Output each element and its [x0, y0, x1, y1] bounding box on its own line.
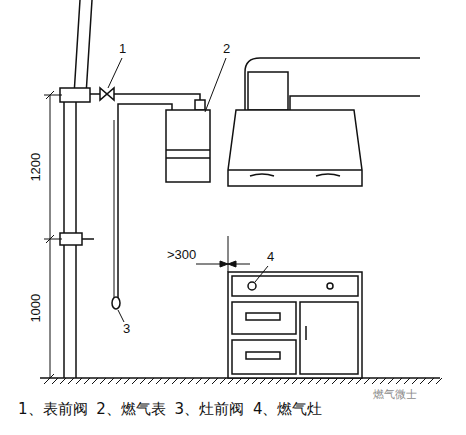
callout-number: 4	[266, 250, 275, 264]
hatch-stroke	[180, 378, 186, 384]
dimension-slash	[46, 91, 54, 382]
hatch-stroke	[92, 378, 98, 384]
hatch-stroke	[316, 378, 322, 384]
hatch-stroke	[164, 378, 170, 384]
stove-cabinet	[228, 272, 362, 378]
hatch-stroke	[436, 378, 442, 384]
hatch-stroke	[364, 378, 370, 384]
range-hood	[228, 110, 362, 186]
hatch-stroke	[340, 378, 346, 384]
hatch-stroke	[284, 378, 290, 384]
cabinet-drawer	[232, 340, 296, 374]
stove-valve	[112, 297, 120, 309]
stove-knob	[248, 282, 256, 290]
supply-pipe	[90, 94, 200, 110]
hatch-stroke	[420, 378, 426, 384]
hatch-stroke	[228, 378, 234, 384]
hatch-stroke	[300, 378, 306, 384]
caption: 1、表前阀 2、燃气表 3、灶前阀 4、燃气灶	[18, 400, 322, 419]
tee-fitting	[60, 88, 90, 102]
cabinet-drawer	[232, 302, 296, 334]
leader-line	[255, 266, 268, 282]
hatch-stroke	[84, 378, 90, 384]
hood-edge	[228, 169, 362, 171]
hatch-stroke	[428, 378, 434, 384]
hatch-stroke	[116, 378, 122, 384]
outlet-pipe-wall	[114, 120, 115, 298]
hatch-stroke	[276, 378, 282, 384]
hatch-stroke	[372, 378, 378, 384]
callout-number: 1	[118, 42, 127, 56]
hatch-stroke	[308, 378, 314, 384]
hatch-stroke	[140, 378, 146, 384]
hatch-stroke	[404, 378, 410, 384]
hatch-stroke	[204, 378, 210, 384]
hatch-stroke	[124, 378, 130, 384]
meter-valve	[100, 88, 114, 100]
hatch-stroke	[68, 378, 74, 384]
hatch-stroke	[268, 378, 274, 384]
hood-duct	[245, 58, 420, 110]
dimension-arrow	[228, 261, 236, 267]
drawer-handle	[246, 352, 280, 359]
hatch-stroke	[324, 378, 330, 384]
dimension-tick	[44, 95, 62, 96]
hatch-stroke	[76, 378, 82, 384]
hatch-stroke	[396, 378, 402, 384]
leader-line	[205, 58, 226, 112]
hatch-stroke	[196, 378, 202, 384]
hatch-stroke	[380, 378, 386, 384]
watermark: 燃气微士	[372, 388, 418, 400]
dimension-ext	[228, 236, 229, 272]
callout-number: 3	[122, 322, 131, 336]
hatch-stroke	[100, 378, 106, 384]
stove-panel	[232, 276, 358, 296]
leader-line	[118, 310, 124, 322]
hatch-stroke	[172, 378, 178, 384]
dimension-text: 1000	[29, 293, 43, 324]
meter-band	[166, 157, 210, 159]
clamp-arm	[82, 238, 94, 240]
dimension-text: >300	[166, 248, 197, 262]
meter-band	[166, 149, 210, 151]
dimension-line	[50, 95, 51, 378]
hatch-stroke	[236, 378, 242, 384]
hatch-stroke	[52, 378, 58, 384]
hatch-stroke	[292, 378, 298, 384]
pipe-clamp	[60, 233, 82, 245]
cabinet-door	[300, 302, 358, 374]
stove-knob	[327, 283, 333, 289]
hatch-stroke	[388, 378, 394, 384]
hatch-stroke	[60, 378, 66, 384]
hatch-stroke	[132, 378, 138, 384]
meter-fitting	[195, 100, 205, 110]
ground-hatch	[44, 378, 442, 384]
hatch-stroke	[108, 378, 114, 384]
hatch-stroke	[260, 378, 266, 384]
leader-line	[108, 58, 122, 88]
upper-riser	[74, 0, 92, 95]
door-handle	[305, 326, 307, 340]
hood-chimney	[248, 72, 288, 110]
dimension-text: 1200	[29, 152, 43, 183]
hatch-stroke	[244, 378, 250, 384]
callout-number: 2	[222, 42, 231, 56]
hatch-stroke	[212, 378, 218, 384]
hatch-stroke	[356, 378, 362, 384]
hatch-stroke	[220, 378, 226, 384]
dimension-tick	[44, 239, 62, 240]
hood-vent	[250, 174, 340, 176]
hatch-stroke	[332, 378, 338, 384]
drawer-handle	[246, 313, 280, 320]
hatch-stroke	[148, 378, 154, 384]
outlet-pipe	[118, 104, 172, 300]
hatch-stroke	[348, 378, 354, 384]
hatch-stroke	[156, 378, 162, 384]
hatch-stroke	[252, 378, 258, 384]
hatch-stroke	[188, 378, 194, 384]
gas-meter	[166, 110, 210, 182]
hatch-stroke	[412, 378, 418, 384]
